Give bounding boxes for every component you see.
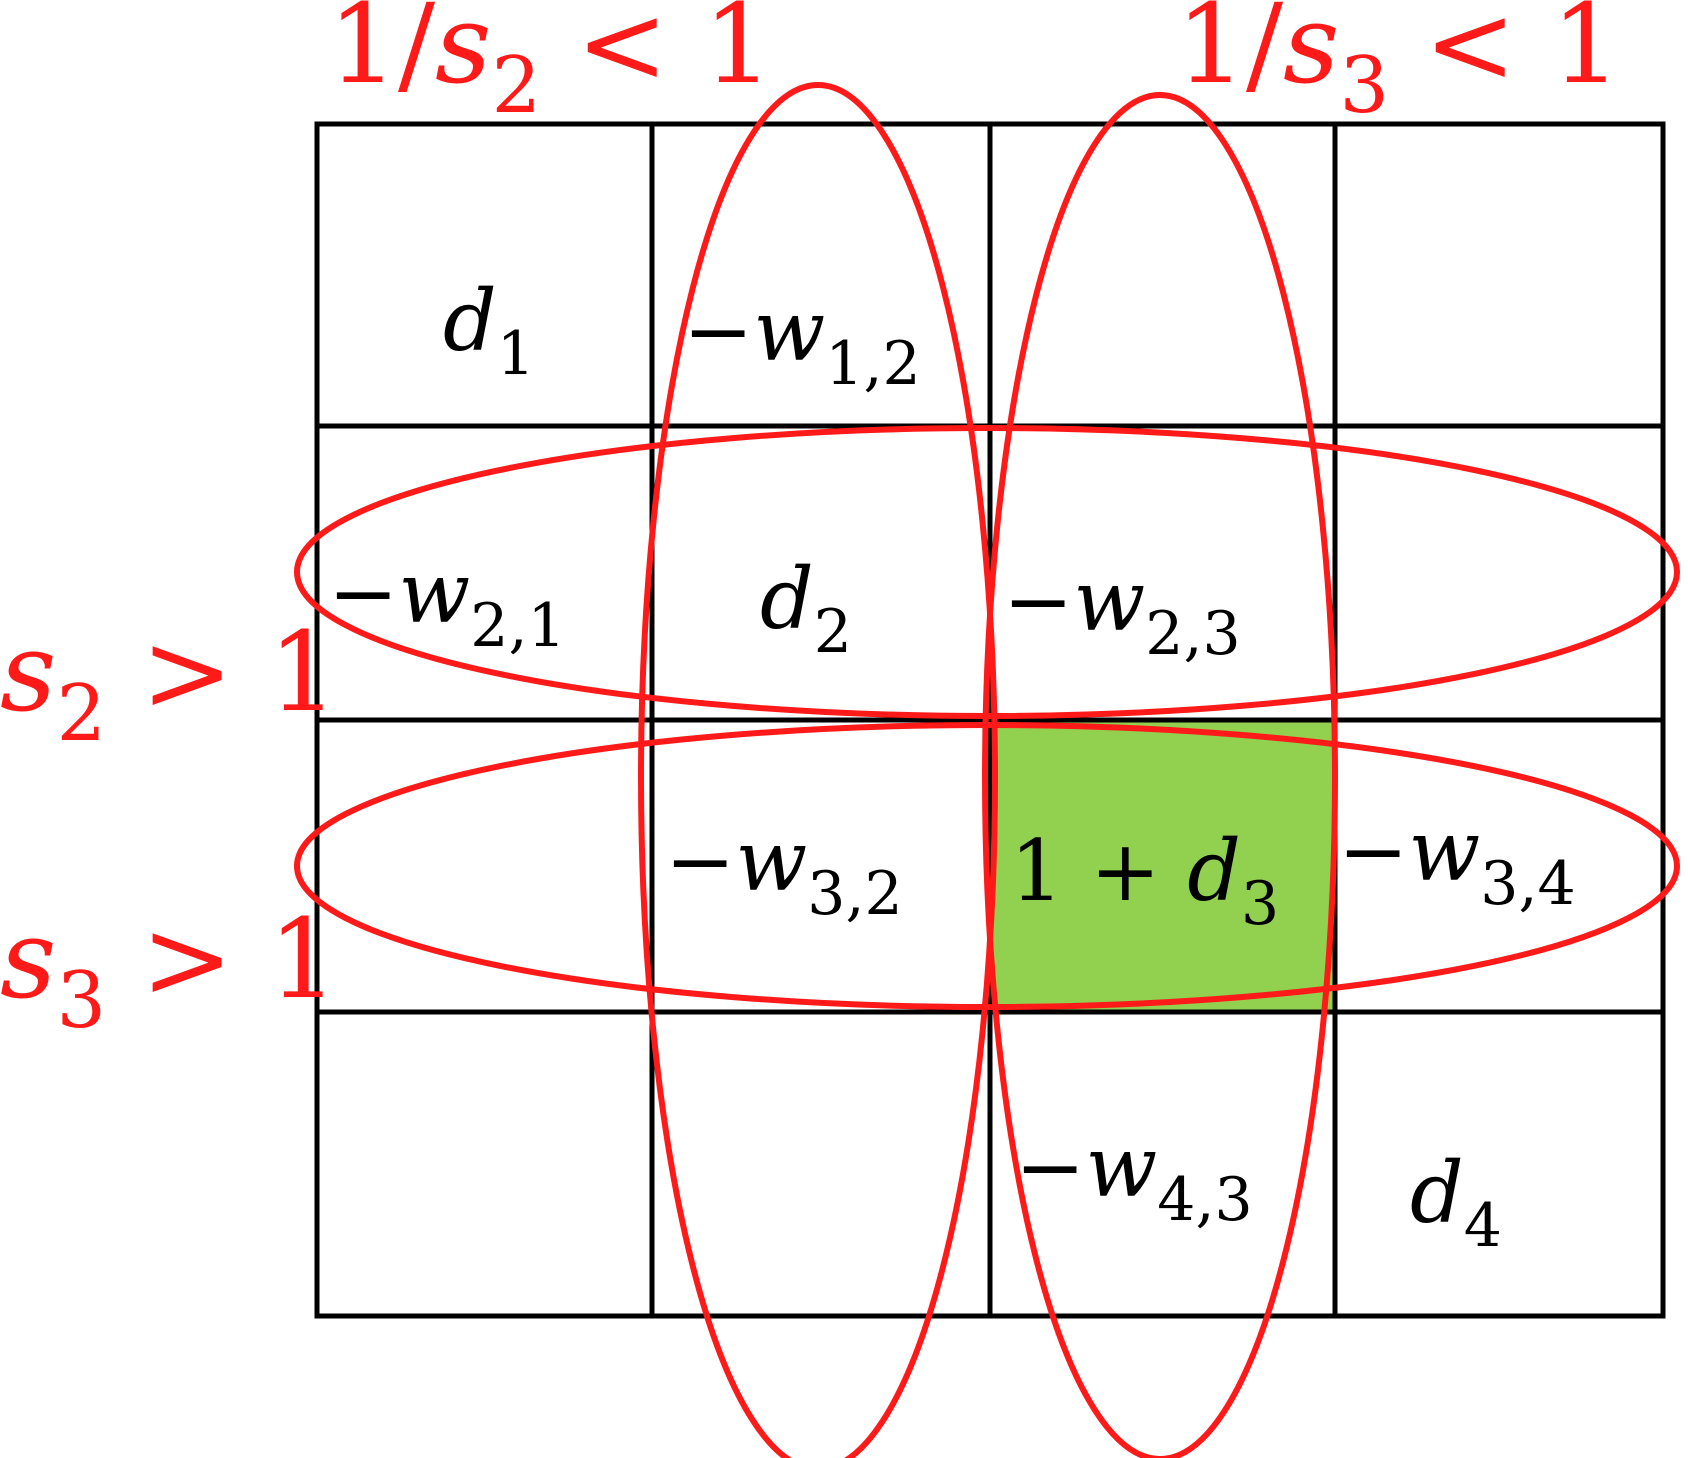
row-2-ellipse — [294, 425, 1680, 719]
column-3-ellipse — [982, 92, 1338, 1458]
top-left-label: 1/s2 < 1 — [328, 0, 773, 131]
left-row2-label: s2 > 1 — [0, 608, 338, 759]
cell-4-4: d4 — [1410, 1144, 1502, 1261]
highlight-cell-3-3 — [991, 720, 1334, 1012]
top-right-label: 1/s3 < 1 — [1176, 0, 1621, 131]
cell-3-2: −w3,2 — [665, 812, 903, 929]
annotations: 1/s2 < 1 1/s3 < 1 s2 > 1 s3 > 1 — [0, 0, 1621, 1046]
cell-2-1: −w2,1 — [328, 544, 566, 661]
cell-4-3: −w4,3 — [1015, 1118, 1253, 1235]
matrix-grid — [314, 121, 1666, 1319]
matrix-cells: d1 −w1,2 −w2,1 d2 −w2,3 −w3,2 1 + d3 −w3… — [328, 272, 1576, 1261]
cell-2-2: d2 — [760, 550, 852, 667]
left-row3-label: s3 > 1 — [0, 895, 338, 1046]
cell-2-3: −w2,3 — [1003, 552, 1241, 669]
cell-1-1: d1 — [443, 272, 535, 389]
cell-1-2: −w1,2 — [683, 282, 921, 399]
row-3-ellipse — [294, 722, 1680, 1010]
column-2-ellipse — [638, 82, 998, 1458]
cell-3-3: 1 + d3 — [1010, 822, 1279, 939]
scaling-ellipses — [294, 82, 1680, 1458]
cell-3-4: −w3,4 — [1338, 802, 1576, 919]
